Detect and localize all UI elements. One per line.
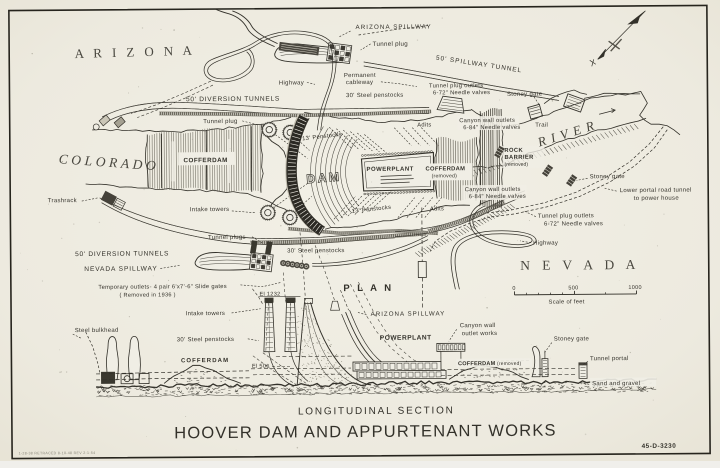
svg-text:Intake towers: Intake towers bbox=[190, 207, 230, 213]
svg-text:COFFERDAM: COFFERDAM bbox=[183, 157, 227, 164]
svg-text:ROCK: ROCK bbox=[504, 148, 523, 154]
svg-text:30' Steel penstocks: 30' Steel penstocks bbox=[287, 248, 345, 254]
svg-text:Tunnel plug outlets: Tunnel plug outlets bbox=[538, 213, 594, 219]
svg-text:45-D-3230: 45-D-3230 bbox=[642, 443, 677, 450]
svg-text:ARIZONA SPILLWAY: ARIZONA SPILLWAY bbox=[371, 310, 446, 318]
svg-text:(removed): (removed) bbox=[497, 361, 522, 367]
svg-text:El 1232: El 1232 bbox=[259, 292, 280, 298]
svg-text:Canyon wall outlets: Canyon wall outlets bbox=[459, 118, 515, 124]
svg-text:Canyon wall: Canyon wall bbox=[460, 323, 496, 329]
svg-text:ARIZONA SPILLWAY: ARIZONA SPILLWAY bbox=[355, 23, 431, 31]
svg-text:Intake towers: Intake towers bbox=[186, 311, 226, 317]
svg-text:Stoney gate: Stoney gate bbox=[554, 336, 590, 342]
svg-text:Trashrack: Trashrack bbox=[48, 198, 78, 204]
svg-text:0: 0 bbox=[512, 286, 515, 292]
svg-text:Steel bulkhead: Steel bulkhead bbox=[75, 328, 119, 334]
svg-text:6-72" Needle valves: 6-72" Needle valves bbox=[544, 221, 603, 227]
svg-text:Temporary outlets- 4 pair 6'x7: Temporary outlets- 4 pair 6'x7'-6" Slide… bbox=[98, 284, 227, 291]
svg-text:( Removed in 1936 ): ( Removed in 1936 ) bbox=[119, 292, 175, 298]
svg-text:N E V A D A: N E V A D A bbox=[520, 257, 640, 273]
svg-text:NEVADA SPILLWAY: NEVADA SPILLWAY bbox=[84, 265, 157, 273]
svg-text:cableway: cableway bbox=[346, 80, 373, 86]
svg-text:to power house: to power house bbox=[634, 196, 680, 202]
svg-text:Tunnel plug: Tunnel plug bbox=[373, 41, 409, 48]
svg-text:(removed): (removed) bbox=[432, 173, 458, 179]
svg-text:outlet works: outlet works bbox=[462, 331, 498, 337]
svg-text:Scale of feet: Scale of feet bbox=[549, 299, 585, 305]
svg-text:COFFERDAM: COFFERDAM bbox=[181, 358, 229, 364]
svg-text:POWERPLANT: POWERPLANT bbox=[380, 334, 432, 341]
svg-text:6-72" Needle valves: 6-72" Needle valves bbox=[433, 90, 490, 96]
svg-text:1-28-38 RETRACED 8-10-48 RE: 1-28-38 RETRACED 8-10-48 REV 2-1-54 bbox=[19, 451, 96, 456]
svg-text:(removed): (removed) bbox=[504, 162, 528, 168]
svg-text:Tunnel portal: Tunnel portal bbox=[590, 356, 629, 362]
svg-text:Sand and gravel: Sand and gravel bbox=[592, 381, 640, 387]
svg-text:HOOVER DAM AND APPURTENANT: HOOVER DAM AND APPURTENANT WORKS bbox=[174, 422, 557, 443]
svg-text:30' Steel penstocks: 30' Steel penstocks bbox=[346, 93, 404, 99]
svg-text:Lower portal road tunnel: Lower portal road tunnel bbox=[620, 188, 692, 195]
svg-text:1000: 1000 bbox=[628, 285, 641, 291]
svg-text:6-84" Needle valves: 6-84" Needle valves bbox=[469, 194, 526, 200]
svg-text:Highway: Highway bbox=[279, 80, 304, 86]
svg-text:13' Penstocks: 13' Penstocks bbox=[302, 132, 342, 142]
svg-text:Tunnel plug outlets: Tunnel plug outlets bbox=[429, 83, 484, 89]
svg-text:BARRIER: BARRIER bbox=[504, 155, 534, 161]
svg-text:50' DIVERSION TUNNELS: 50' DIVERSION TUNNELS bbox=[186, 96, 280, 104]
svg-text:Trail: Trail bbox=[535, 123, 548, 129]
svg-text:Tunnel plugs: Tunnel plugs bbox=[208, 235, 246, 241]
svg-text:Permanent: Permanent bbox=[344, 73, 376, 79]
svg-text:Highway: Highway bbox=[533, 241, 558, 247]
svg-text:POWERPLANT: POWERPLANT bbox=[367, 167, 414, 173]
svg-text:500: 500 bbox=[568, 285, 578, 291]
svg-text:El 506: El 506 bbox=[252, 364, 270, 370]
svg-text:30' Steel penstocks: 30' Steel penstocks bbox=[177, 337, 235, 343]
svg-text:COFFERDAM: COFFERDAM bbox=[426, 166, 466, 172]
svg-text:LONGITUDINAL SECTION: LONGITUDINAL SECTION bbox=[298, 405, 455, 417]
svg-text:A R I Z O N A: A R I Z O N A bbox=[74, 43, 195, 61]
svg-text:50' DIVERSION TUNNELS: 50' DIVERSION TUNNELS bbox=[75, 250, 169, 258]
svg-text:Stoney gate: Stoney gate bbox=[507, 92, 543, 98]
svg-text:Adits: Adits bbox=[430, 206, 444, 212]
svg-text:COLORADO: COLORADO bbox=[58, 151, 160, 173]
svg-text:Canyon wall outlets: Canyon wall outlets bbox=[465, 187, 521, 193]
svg-text:13' Penstocks: 13' Penstocks bbox=[351, 205, 391, 215]
svg-text:6-84" Needle valves: 6-84" Needle valves bbox=[463, 125, 520, 131]
svg-text:Stoney gate: Stoney gate bbox=[590, 174, 626, 180]
svg-text:COFFERDAM: COFFERDAM bbox=[458, 361, 496, 367]
svg-text:DAM: DAM bbox=[306, 170, 342, 187]
svg-text:Adits: Adits bbox=[417, 122, 431, 128]
svg-text:Tunnel plug: Tunnel plug bbox=[203, 119, 237, 125]
svg-text:P L A N: P L A N bbox=[343, 283, 393, 294]
